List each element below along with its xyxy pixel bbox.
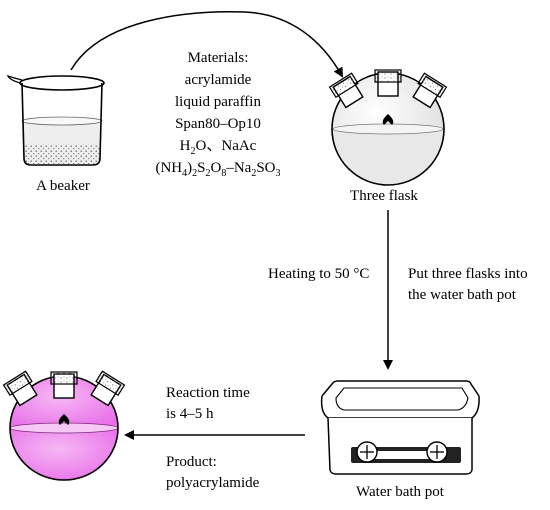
- formula-part: O: [196, 138, 207, 154]
- formula-part: SO: [256, 160, 275, 176]
- material-item: acrylamide: [185, 72, 252, 88]
- formula-part: (NH: [155, 160, 182, 176]
- materials-title: Materials:: [188, 50, 249, 66]
- formula-part: –Na: [225, 160, 251, 176]
- formula-subscript: 2: [205, 168, 210, 179]
- formula-separator: 、: [206, 138, 221, 154]
- formula-subscript: 2: [191, 146, 196, 157]
- formula-part: S: [197, 160, 205, 176]
- water-bath-label: Water bath pot: [356, 484, 445, 500]
- formula-part: NaAc: [221, 138, 256, 154]
- formula-subscript: 8: [221, 168, 226, 179]
- put-flasks-label-line1: Put three flasks into: [408, 266, 528, 282]
- formula-part: ): [187, 160, 192, 176]
- formula-subscript: 2: [192, 168, 197, 179]
- formula-part: O: [210, 160, 221, 176]
- formula-subscript: 3: [276, 168, 281, 179]
- material-item: liquid paraffin: [175, 94, 261, 110]
- beaker-label: A beaker: [36, 178, 90, 194]
- material-item: Span80–Op10: [175, 116, 261, 132]
- product-label-line2: polyacrylamide: [166, 475, 260, 491]
- material-initiator: (NH4)2S2O8–Na2SO3: [155, 160, 280, 179]
- beaker-icon: [6, 74, 105, 166]
- arrow-beaker-to-flask: [70, 11, 343, 78]
- reaction-time-line1: Reaction time: [166, 385, 250, 401]
- reaction-time-line2: is 4–5 h: [166, 406, 214, 422]
- product-label-line1: Product:: [166, 454, 217, 470]
- three-flask-label: Three flask: [350, 188, 418, 204]
- water-bath-pot-icon: [320, 380, 480, 475]
- materials-block: Materials: acrylamide liquid paraffin Sp…: [155, 50, 280, 179]
- formula-subscript: 4: [182, 168, 187, 179]
- product-flask-icon: [2, 370, 126, 481]
- material-water-salt: H2O、NaAc: [180, 138, 257, 157]
- formula-part: H: [180, 138, 191, 154]
- put-flasks-label-line2: the water bath pot: [408, 287, 517, 303]
- three-neck-flask-icon: [328, 69, 448, 186]
- formula-subscript: 2: [251, 168, 256, 179]
- heating-label: Heating to 50 °C: [268, 266, 369, 282]
